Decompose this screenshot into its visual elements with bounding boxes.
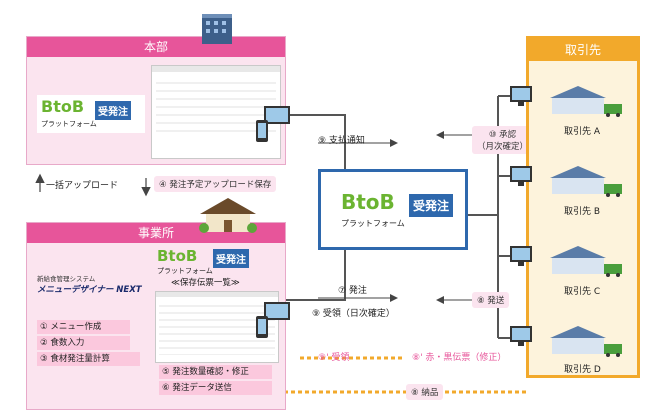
hq-panel: 本部 BtoB プラットフォーム 受発注: [26, 36, 286, 165]
return-receipt-label: ⑨' 受領: [318, 353, 350, 363]
warehouse-icon: [550, 166, 622, 197]
task-calc: ③ 食材発注量計算: [37, 352, 140, 366]
approve-label: ⑩ 承認 （月次確定）: [472, 126, 534, 154]
delivery-label: ⑧ 納品: [406, 384, 444, 400]
partner-c: 取引先 C: [508, 244, 648, 310]
step4-label: ④ 発注予定アップロード保存: [154, 176, 277, 192]
partner-b-computer-icon: [510, 166, 532, 186]
site-logo: BtoB プラットフォーム 受発注: [157, 247, 267, 275]
ship-label: ⑧ 発送: [472, 292, 510, 308]
hq-logo: BtoB プラットフォーム 受発注: [37, 95, 145, 133]
site-screen-thumbnail: [155, 291, 279, 363]
menu-designer-logo: 新給食管理システム メニューデザイナー NEXT: [37, 275, 142, 295]
order-label: ⑦ 発注: [338, 286, 367, 296]
partners-title: 取引先: [529, 39, 637, 61]
step6-label: ⑥ 発注データ送信: [159, 381, 272, 395]
partner-c-label: 取引先 C: [564, 287, 601, 297]
building-icon: [202, 14, 232, 44]
saved-list-title: ≪保存伝票一覧≫: [171, 278, 240, 288]
partner-a-computer-icon: [510, 86, 532, 106]
hq-title: 本部: [27, 37, 285, 57]
site-link-line: [284, 250, 346, 301]
payment-notice-label: ⑨ 支払通知: [318, 136, 365, 146]
partner-a: 取引先 A: [508, 84, 648, 150]
partner-b-label: 取引先 B: [564, 207, 601, 217]
partner-d-label: 取引先 D: [564, 365, 601, 375]
partner-b: 取引先 B: [508, 164, 648, 230]
step5-label: ⑤ 発注数量確認・修正: [159, 365, 272, 379]
partner-a-label: 取引先 A: [564, 127, 601, 137]
partner-c-computer-icon: [510, 246, 532, 266]
site-panel: 事業所 BtoB プラットフォーム 受発注 新給食管理システム メニューデザイナ…: [26, 222, 286, 410]
hq-screen-thumbnail: [151, 65, 281, 159]
warehouse-icon: [550, 326, 622, 357]
correction-slip-label: ⑧' 赤・黒伝票（修正）: [412, 353, 507, 363]
task-meals: ② 食数入力: [37, 336, 130, 350]
bulk-upload-label: 一括アップロード: [46, 181, 119, 191]
task-menu: ① メニュー作成: [37, 320, 130, 334]
center-platform: BtoB プラットフォーム 受発注: [318, 169, 468, 250]
partner-d: 取引先 D: [508, 324, 648, 390]
partner-d-computer-icon: [510, 326, 532, 346]
house-icon: [199, 198, 257, 233]
receipt-daily-label: ⑨ 受領（日次確定）: [312, 309, 395, 319]
warehouse-icon: [550, 86, 622, 117]
warehouse-icon: [550, 246, 622, 277]
hq-link-line: [284, 114, 346, 169]
hq-computer-icon: [256, 106, 290, 142]
site-computer-icon: [256, 302, 290, 338]
